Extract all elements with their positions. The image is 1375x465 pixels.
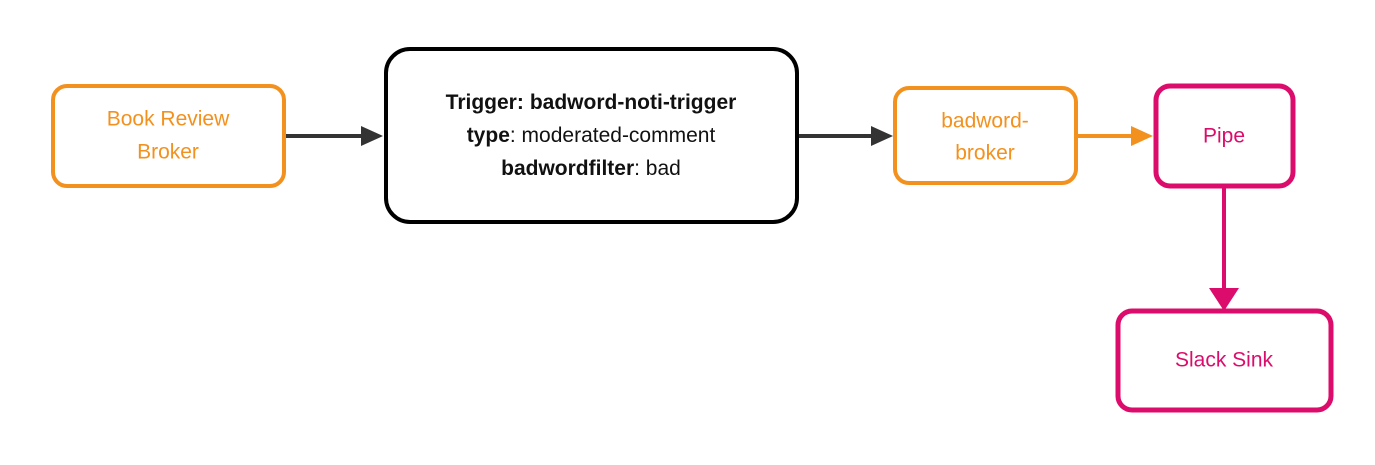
node-shape[interactable] [893, 86, 1078, 185]
node-badword-broker[interactable]: badword- broker [893, 86, 1078, 185]
node-shape[interactable] [1115, 308, 1334, 413]
trigger-line-3: badwordfilter: bad [501, 157, 681, 180]
trigger-line-1-key: Trigger: [446, 91, 524, 114]
node-shape[interactable] [384, 47, 799, 224]
node-label-line2: broker [955, 142, 1015, 165]
arrowhead-icon [1209, 288, 1239, 311]
edge-book-review-broker-to-trigger [285, 126, 383, 146]
trigger-line-1: Trigger: badword-noti-trigger [446, 91, 737, 114]
trigger-line-2: type: moderated-comment [467, 124, 716, 147]
arrowhead-icon [361, 126, 383, 146]
node-book-review-broker[interactable]: Book Review Broker [51, 84, 286, 188]
arrowhead-icon [1131, 126, 1153, 146]
arrowhead-icon [871, 126, 893, 146]
edge-trigger-to-badword-broker [798, 126, 893, 146]
node-pipe[interactable]: Pipe [1153, 83, 1296, 189]
node-shape[interactable] [1153, 83, 1296, 189]
node-label-line1: Book Review [107, 108, 230, 131]
trigger-line-2-key: type [467, 124, 510, 147]
trigger-line-3-key: badwordfilter [501, 157, 634, 180]
trigger-line-1-value: badword-noti-trigger [530, 91, 736, 114]
node-badword-noti-trigger[interactable]: Trigger: badword-noti-trigger type: moder… [384, 47, 799, 224]
trigger-line-3-value: : bad [634, 157, 681, 180]
node-label: Pipe [1203, 125, 1245, 148]
trigger-line-2-value: : moderated-comment [510, 124, 716, 147]
node-label-line2: Broker [137, 141, 199, 164]
node-label: Slack Sink [1175, 349, 1274, 372]
node-slack-sink[interactable]: Slack Sink [1115, 308, 1334, 413]
node-shape[interactable] [51, 84, 286, 188]
node-label-line1: badword- [941, 110, 1029, 133]
edge-pipe-to-slack-sink [1209, 187, 1239, 311]
edge-badword-broker-to-pipe [1077, 126, 1153, 146]
